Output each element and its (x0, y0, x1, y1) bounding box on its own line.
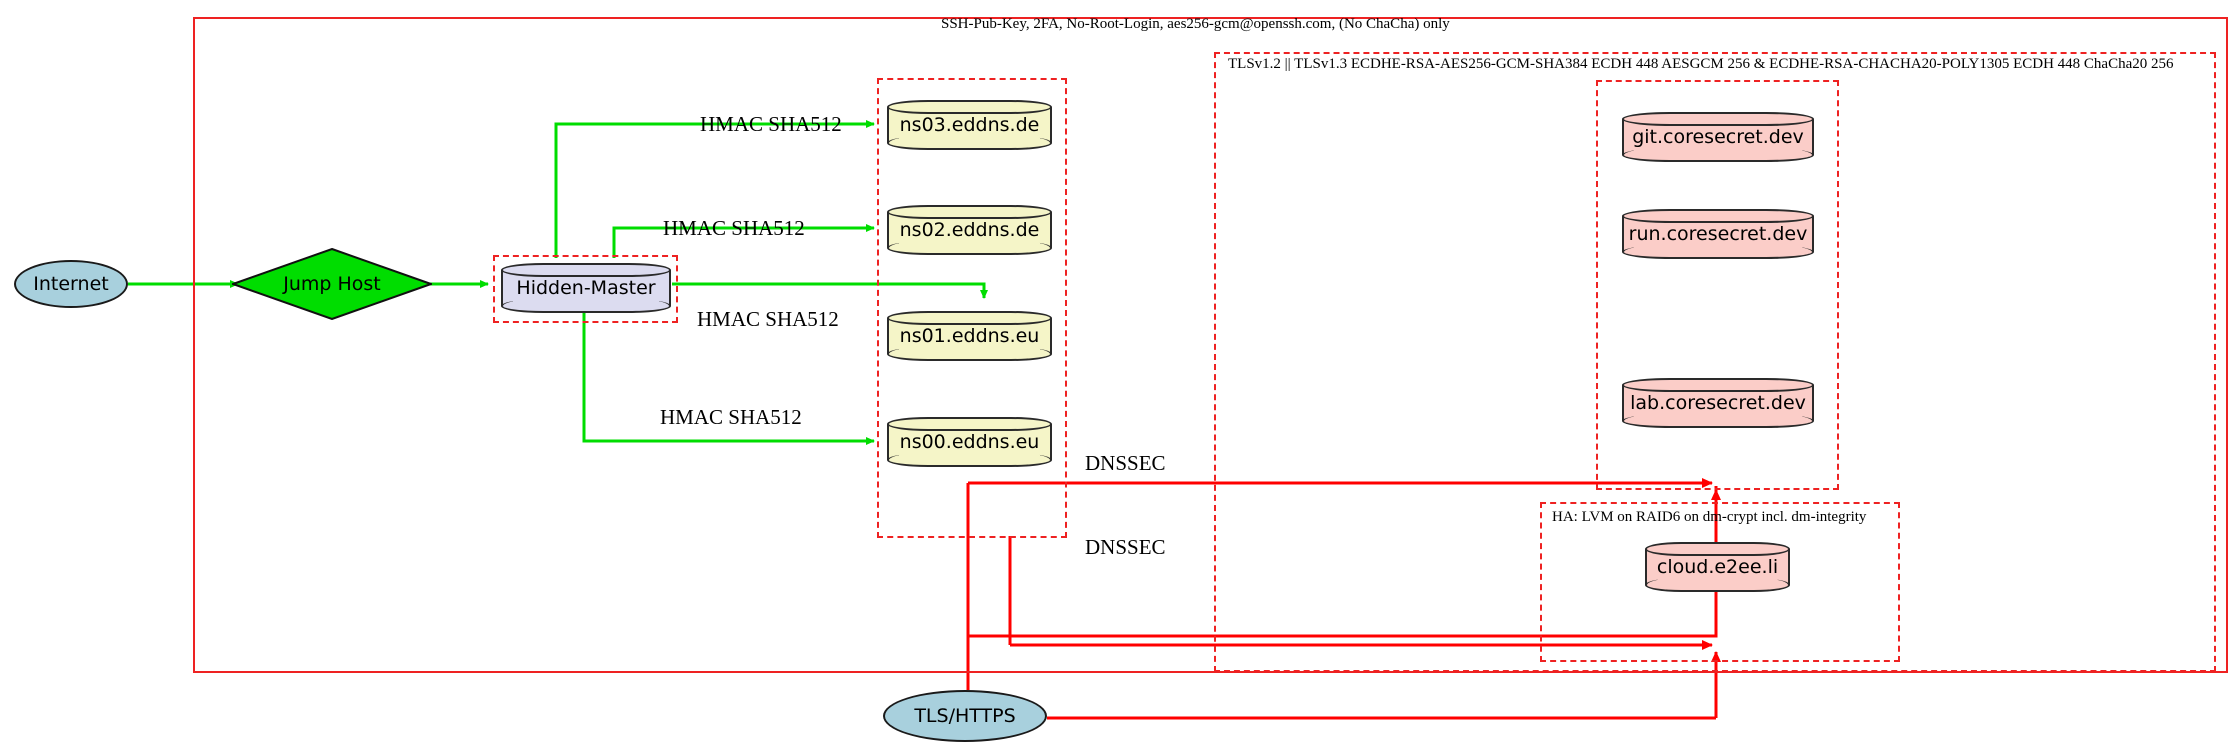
node-git-coresecret[interactable]: git.coresecret.dev (1622, 112, 1814, 162)
cyl-top (1622, 378, 1814, 392)
cyl-bottom (887, 453, 1052, 467)
cyl-top (501, 263, 671, 277)
boundary-tls-zone (1214, 52, 2216, 672)
node-tls-https[interactable]: TLS/HTTPS (883, 690, 1047, 742)
node-run-label: run.coresecret.dev (1628, 223, 1808, 245)
edge-label-hmac-ns00: HMAC SHA512 (660, 405, 802, 429)
boundary-dns-zone (877, 78, 1067, 538)
cyl-top (1645, 542, 1790, 556)
node-lab-label: lab.coresecret.dev (1630, 392, 1806, 414)
label-ssh-policy: SSH-Pub-Key, 2FA, No-Root-Login, aes256-… (941, 16, 1450, 32)
cyl-top (1622, 209, 1814, 223)
cyl-top (887, 205, 1052, 219)
node-jump-host[interactable]: Jump Host (232, 248, 432, 320)
edge-label-hmac-ns01: HMAC SHA512 (697, 307, 839, 331)
edge-master-ns00 (582, 312, 875, 445)
node-ns01[interactable]: ns01.eddns.eu (887, 311, 1052, 361)
boundary-ssh-zone (193, 17, 2228, 673)
node-ns00-label: ns00.eddns.eu (899, 431, 1040, 453)
cyl-bottom (501, 299, 671, 313)
node-lab-coresecret[interactable]: lab.coresecret.dev (1622, 378, 1814, 428)
node-ns03-label: ns03.eddns.de (899, 114, 1040, 136)
cyl-top (1622, 112, 1814, 126)
node-run-coresecret[interactable]: run.coresecret.dev (1622, 209, 1814, 259)
node-jump-host-label: Jump Host (283, 273, 381, 295)
node-git-label: git.coresecret.dev (1632, 126, 1804, 148)
node-ns00[interactable]: ns00.eddns.eu (887, 417, 1052, 467)
cyl-bottom (1645, 578, 1790, 592)
node-hidden-master[interactable]: Hidden-Master (501, 263, 671, 313)
edge-label-hmac-ns02: HMAC SHA512 (663, 216, 805, 240)
boundary-coresecret-zone (1596, 80, 1839, 490)
boundary-master-zone (493, 255, 678, 323)
node-cloud-e2ee[interactable]: cloud.e2ee.li (1645, 542, 1790, 592)
node-ns03[interactable]: ns03.eddns.de (887, 100, 1052, 150)
edge-master-ns02 (612, 224, 875, 258)
node-hidden-master-label: Hidden-Master (516, 277, 656, 299)
label-ha-policy: HA: LVM on RAID6 on dm-crypt incl. dm-in… (1552, 509, 1867, 525)
cyl-bottom (1622, 245, 1814, 259)
cyl-bottom (1622, 414, 1814, 428)
cyl-top (887, 100, 1052, 114)
cyl-top (887, 311, 1052, 325)
boundary-ha-zone (1540, 502, 1900, 662)
node-ns02-label: ns02.eddns.de (899, 219, 1040, 241)
diamond-shape (232, 248, 432, 320)
cyl-bottom (887, 136, 1052, 150)
node-ns01-label: ns01.eddns.eu (899, 325, 1040, 347)
node-internet[interactable]: Internet (14, 260, 128, 308)
cyl-bottom (1622, 148, 1814, 162)
node-cloud-label: cloud.e2ee.li (1656, 556, 1779, 578)
cyl-top (887, 417, 1052, 431)
edge-label-dnssec-upper: DNSSEC (1085, 451, 1166, 475)
label-tls-policy: TLSv1.2 || TLSv1.3 ECDHE-RSA-AES256-GCM-… (1228, 56, 2174, 72)
cyl-bottom (887, 347, 1052, 361)
edge-label-dnssec-lower: DNSSEC (1085, 535, 1166, 559)
node-ns02[interactable]: ns02.eddns.de (887, 205, 1052, 255)
cyl-bottom (887, 241, 1052, 255)
edge-master-ns03 (554, 120, 875, 258)
edge-label-hmac-ns03: HMAC SHA512 (700, 112, 842, 136)
edge-master-ns01 (672, 282, 988, 299)
